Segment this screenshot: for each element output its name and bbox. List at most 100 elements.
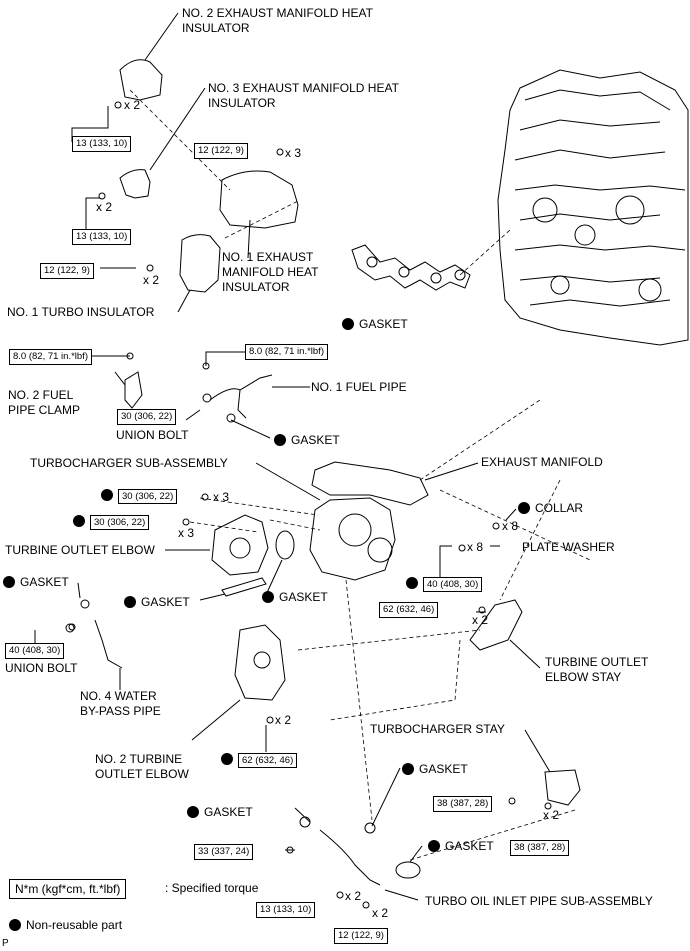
torque-box: 33 (337, 24) <box>194 844 254 860</box>
label-heat-insulator-2: NO. 2 EXHAUST MANIFOLD HEAT INSULATOR <box>182 6 373 36</box>
nonreusable-icon <box>187 806 199 818</box>
label-gasket-elbow-a-text: GASKET <box>141 595 190 609</box>
label-fuel-pipe-clamp-2-line2: PIPE CLAMP <box>8 403 81 417</box>
label-water-bypass-pipe-4-line2: BY-PASS PIPE <box>80 704 161 718</box>
elbow-gasket-drawing <box>275 530 295 560</box>
label-heat-insulator-3-line2: INSULATOR <box>208 96 276 110</box>
torque-box: 38 (387, 28) <box>433 796 493 812</box>
nonreusable-icon <box>518 502 530 514</box>
label-gasket-oil-b: GASKET <box>187 805 253 820</box>
quantity-label: x 2 <box>275 713 292 727</box>
quantity-label: x 2 <box>543 808 560 822</box>
label-gasket-oil-a: GASKET <box>402 762 468 777</box>
torque-elbow-b: 30 (306, 22) <box>73 514 150 530</box>
legend-torque-box: N*m (kgf*cm, ft.*lbf) <box>9 879 127 899</box>
label-heat-insulator-1-line1: NO. 1 EXHAUST <box>222 250 314 264</box>
corner-mark: P <box>2 938 9 949</box>
nonreusable-icon <box>101 489 113 501</box>
torque-box: 12 (122, 9) <box>40 263 94 279</box>
legend-nonreusable-text: Non-reusable part <box>26 918 123 932</box>
legend-torque-text: : Specified torque <box>165 881 259 895</box>
torque-elbow-a: 30 (306, 22) <box>101 488 178 504</box>
label-gasket-oil-c: GASKET <box>428 839 494 854</box>
label-gasket-elbow-b: GASKET <box>262 590 328 605</box>
torque-box: 13 (133, 10) <box>72 229 132 245</box>
label-heat-insulator-3-line1: NO. 3 EXHAUST MANIFOLD HEAT <box>208 81 399 95</box>
label-turbine-outlet-elbow-stay: TURBINE OUTLET ELBOW STAY <box>545 655 648 685</box>
torque-box: 30 (306, 22) <box>118 489 178 504</box>
quantity-label: x 2 <box>96 200 113 214</box>
label-gasket-oil-b-text: GASKET <box>204 805 253 819</box>
label-gasket-water: GASKET <box>3 575 69 590</box>
quantity-label: x 2 <box>143 273 160 287</box>
quantity-label: x 8 <box>467 540 484 554</box>
label-gasket-elbow-b-text: GASKET <box>279 590 328 604</box>
label-gasket-fuel: GASKET <box>274 433 340 448</box>
quantity-label: x 2 <box>372 906 389 920</box>
label-gasket-fuel-text: GASKET <box>291 433 340 447</box>
nonreusable-icon <box>9 919 21 931</box>
label-water-bypass-pipe-4-line1: NO. 4 WATER <box>80 689 157 703</box>
label-turbine-outlet-elbow: TURBINE OUTLET ELBOW <box>5 543 155 557</box>
torque-box: 62 (632, 46) <box>238 753 298 768</box>
bolt-drawings <box>68 101 552 909</box>
nonreusable-icon <box>73 515 85 527</box>
quantity-label: x 2 <box>472 613 489 627</box>
label-union-bolt-2: UNION BOLT <box>5 661 78 675</box>
alignment-lines <box>129 89 591 861</box>
label-water-bypass-pipe-4: NO. 4 WATER BY-PASS PIPE <box>80 689 161 719</box>
nonreusable-icon <box>342 318 354 330</box>
label-gasket-manifold: GASKET <box>342 317 408 332</box>
label-heat-insulator-3: NO. 3 EXHAUST MANIFOLD HEAT INSULATOR <box>208 81 399 111</box>
heat-insulator-1-drawing <box>219 170 299 229</box>
nonreusable-icon <box>3 576 15 588</box>
label-turbocharger-stay: TURBOCHARGER STAY <box>370 722 505 736</box>
torque-box: 8.0 (82, 71 in.*lbf) <box>9 349 92 365</box>
elbow-gasket-flat-drawing <box>221 577 267 597</box>
label-fuel-pipe-1: NO. 1 FUEL PIPE <box>311 380 407 394</box>
engine-block-drawing <box>497 69 689 346</box>
label-plate-washer: PLATE WASHER <box>522 540 615 554</box>
quantity-label: x 3 <box>213 490 230 504</box>
label-heat-insulator-2-line1: NO. 2 EXHAUST MANIFOLD HEAT <box>182 6 373 20</box>
label-gasket-oil-c-text: GASKET <box>445 839 494 853</box>
quantity-label: x 8 <box>502 519 519 533</box>
label-collar-text: COLLAR <box>535 501 584 515</box>
nonreusable-icon <box>402 763 414 775</box>
torque-box: 62 (632, 46) <box>379 602 439 618</box>
quantity-label: x 3 <box>178 526 195 540</box>
turbine-outlet-elbow-2-drawing <box>234 624 286 701</box>
label-fuel-pipe-clamp-2-line1: NO. 2 FUEL <box>8 388 74 402</box>
torque-box: 13 (133, 10) <box>72 136 132 152</box>
turbocharger-stay-drawing <box>544 769 581 806</box>
nonreusable-icon <box>221 753 233 765</box>
label-turbo-insulator-1: NO. 1 TURBO INSULATOR <box>7 305 155 319</box>
label-gasket-water-text: GASKET <box>20 575 69 589</box>
torque-box: 12 (122, 9) <box>194 143 248 159</box>
quantity-label: x 3 <box>285 146 302 160</box>
label-elbow-2-line1: NO. 2 TURBINE <box>95 752 183 766</box>
label-fuel-pipe-clamp-2: NO. 2 FUEL PIPE CLAMP <box>8 388 80 418</box>
label-elbow-2-line2: OUTLET ELBOW <box>95 767 189 781</box>
label-gasket-elbow-a: GASKET <box>124 595 190 610</box>
torque-box: 8.0 (82, 71 in.*lbf) <box>245 344 328 360</box>
torque-box: 13 (133, 10) <box>256 902 316 918</box>
label-turbo-oil-inlet-pipe: TURBO OIL INLET PIPE SUB-ASSEMBLY <box>425 894 653 908</box>
label-exhaust-manifold: EXHAUST MANIFOLD <box>481 455 603 469</box>
water-bypass-pipe-drawing <box>94 619 123 669</box>
nonreusable-icon <box>274 434 286 446</box>
torque-elbow-2: 62 (632, 46) <box>221 752 298 768</box>
fuel-pipe-1-drawing <box>209 374 273 419</box>
torque-box: 40 (408, 30) <box>423 577 483 592</box>
heat-insulator-2-drawing <box>119 59 163 101</box>
label-heat-insulator-1: NO. 1 EXHAUST MANIFOLD HEAT INSULATOR <box>222 250 318 295</box>
nonreusable-icon <box>262 591 274 603</box>
leader-lines <box>34 12 551 901</box>
quantity-label: x 2 <box>345 889 362 903</box>
torque-box: 30 (306, 22) <box>90 515 150 530</box>
label-turbine-outlet-elbow-2: NO. 2 TURBINE OUTLET ELBOW <box>95 752 189 782</box>
turbine-outlet-elbow-drawing <box>211 514 269 576</box>
label-gasket-oil-a-text: GASKET <box>419 762 468 776</box>
